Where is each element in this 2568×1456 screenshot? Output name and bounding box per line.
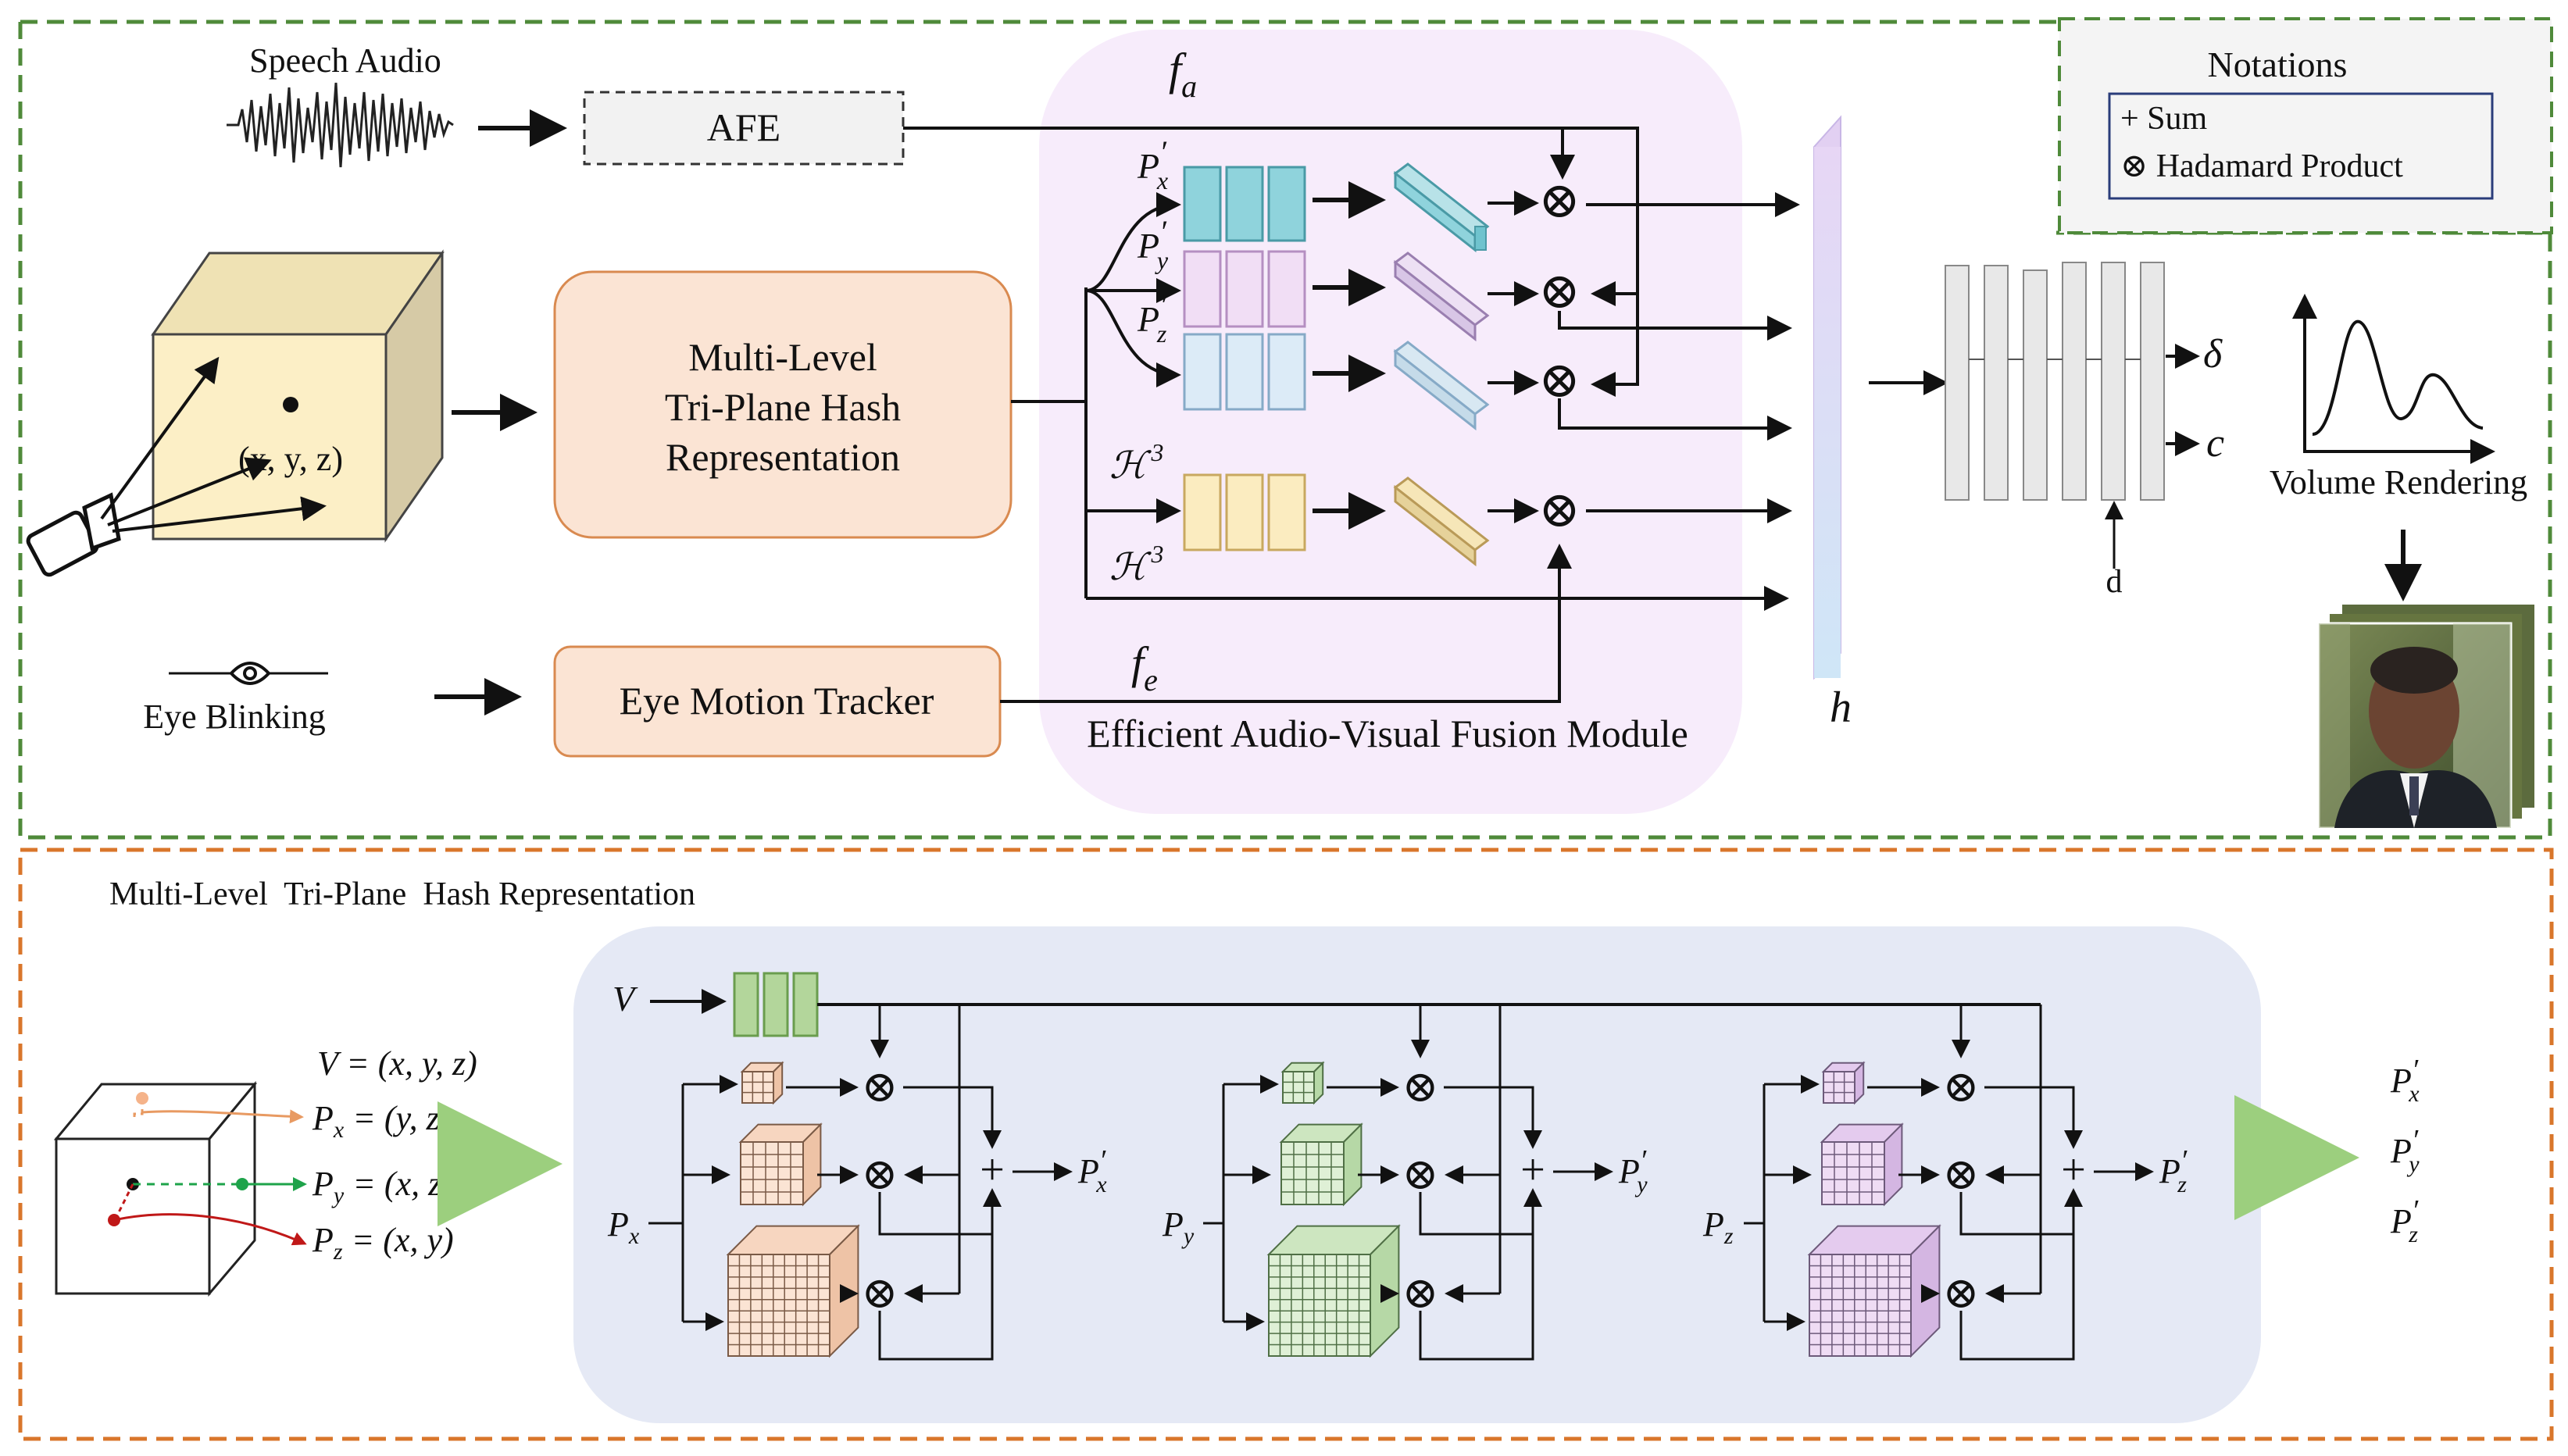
h-vector	[1813, 115, 1841, 680]
notation-hadamard: ⊗ Hadamard Product	[2120, 148, 2403, 184]
speech-audio-label: Speech Audio	[249, 41, 441, 80]
notations-legend-box	[2108, 92, 2494, 200]
feature-row-px	[1183, 166, 1306, 242]
eye-icon	[229, 662, 271, 685]
tri-plane-cube	[53, 1080, 307, 1297]
feature-row-py	[1183, 250, 1306, 328]
vr-density-curve	[2312, 319, 2484, 436]
branch-pz	[1085, 289, 1181, 387]
ray-3	[112, 496, 327, 533]
otimes-4: ⊗	[1538, 482, 1580, 537]
hash-otimes-3-1: ⊗	[1943, 1063, 1980, 1112]
in-label-2: Py	[1162, 1205, 1195, 1249]
in-label-3: Pz	[1702, 1205, 1734, 1249]
plane-label-py: P′y	[1137, 214, 1169, 274]
notations-title: Notations	[2208, 45, 2348, 84]
plane-label-pz: P′z	[1137, 287, 1167, 348]
mlp-block-h3	[1393, 476, 1490, 567]
hash-otimes-3-2: ⊗	[1943, 1151, 1980, 1199]
hash-otimes-2-1: ⊗	[1402, 1063, 1439, 1112]
hash-out-label-1: P′x	[1077, 1144, 1107, 1197]
volume-rendering-label: Volume Rendering	[2270, 463, 2527, 501]
eq-v: V = (x, y, z)	[317, 1044, 477, 1083]
eye-blinking-label: Eye Blinking	[143, 698, 325, 736]
out-label-pz: P′z	[2390, 1194, 2419, 1247]
hash-otimes-2-2: ⊗	[1402, 1151, 1439, 1199]
ray-1	[100, 356, 220, 520]
hash-plus-3: +	[2061, 1146, 2086, 1194]
camera-icon	[26, 492, 121, 577]
top-panel-frame	[18, 20, 2552, 840]
out-label-px: P′x	[2390, 1054, 2420, 1107]
hash-otimes-3-3: ⊗	[1943, 1269, 1980, 1318]
eye-feature-line	[1000, 544, 1572, 703]
fusion-title: Efficient Audio-Visual Fusion Module	[1087, 712, 1688, 755]
bottom-panel-frame	[18, 848, 2554, 1441]
branch-px	[1085, 192, 1181, 292]
mlp-block-pz	[1393, 341, 1490, 431]
out-label-py: P′y	[2390, 1124, 2420, 1177]
feature-row-h3	[1183, 473, 1306, 551]
coordinate-cube: (x, y, z)	[151, 249, 445, 543]
ray-2	[107, 457, 272, 526]
afe-box	[583, 91, 905, 166]
camera-point-label: (x, y, z)	[238, 440, 343, 478]
hash-plus-1: +	[980, 1146, 1005, 1194]
hash-label-3: Representation	[666, 435, 900, 479]
v-feature	[733, 972, 819, 1037]
delta-label: δ	[2203, 332, 2223, 376]
otimes-2: ⊗	[1538, 263, 1580, 319]
hash-out-label-3: P′z	[2159, 1144, 2188, 1197]
plane-label-px: P′x	[1137, 134, 1168, 194]
mlp-block-py	[1393, 252, 1490, 342]
afe-label: AFE	[707, 105, 780, 149]
notation-sum: + Sum	[2120, 101, 2208, 137]
eye-tracker-label: Eye Motion Tracker	[620, 679, 934, 723]
eye-pupil	[243, 666, 257, 680]
hash-otimes-1-1: ⊗	[862, 1063, 898, 1112]
eq-pz: Pz = (x, y)	[312, 1221, 454, 1265]
notations-panel: Notations + Sum ⊗ Hadamard Product	[2058, 17, 2553, 234]
eq-px: Px = (y, z)	[312, 1099, 451, 1143]
hash-group-1: Px ⊗ ⊗ ⊗ + P′x	[607, 1005, 1107, 1361]
in-label-1: Px	[607, 1205, 640, 1249]
hash-group-3: Pz ⊗ ⊗ ⊗ + P′z	[1702, 1005, 2188, 1361]
audio-feature-line	[903, 127, 1639, 397]
output-video-frames	[2317, 605, 2534, 830]
output-mlp	[1945, 262, 2165, 501]
h-label: h	[1830, 683, 1852, 732]
out-3	[1558, 398, 1792, 441]
d-label: d	[2106, 564, 2123, 600]
hash-grid-groups: Px ⊗ ⊗ ⊗ + P′xPy ⊗ ⊗ ⊗ + P′yPz ⊗ ⊗ ⊗ + P′z	[607, 1005, 2188, 1361]
hash-group-2: Py ⊗ ⊗ ⊗ + P′y	[1162, 1005, 1648, 1361]
out-2	[1558, 311, 1792, 341]
hash-label-2: Tri-Plane Hash	[665, 385, 901, 429]
c-label: c	[2206, 421, 2224, 466]
feature-row-pz	[1183, 333, 1306, 411]
hash-otimes-1-3: ⊗	[862, 1269, 898, 1318]
hash-otimes-1-2: ⊗	[862, 1151, 898, 1199]
hash-otimes-2-3: ⊗	[1402, 1269, 1439, 1318]
tri-plane-hash-box	[553, 270, 1013, 539]
otimes-1: ⊗	[1538, 173, 1580, 228]
eq-py: Py = (x, z)	[312, 1165, 453, 1208]
v-label: V	[613, 979, 638, 1019]
audio-waveform-icon	[227, 82, 454, 168]
bottom-title: Multi-Level Tri-Plane Hash Representatio…	[109, 876, 695, 912]
mlp-block-px	[1393, 162, 1490, 253]
hash-plus-2: +	[1520, 1146, 1545, 1194]
hash-out-label-2: P′y	[1618, 1144, 1648, 1197]
hash-label-1: Multi-Level	[688, 335, 877, 379]
